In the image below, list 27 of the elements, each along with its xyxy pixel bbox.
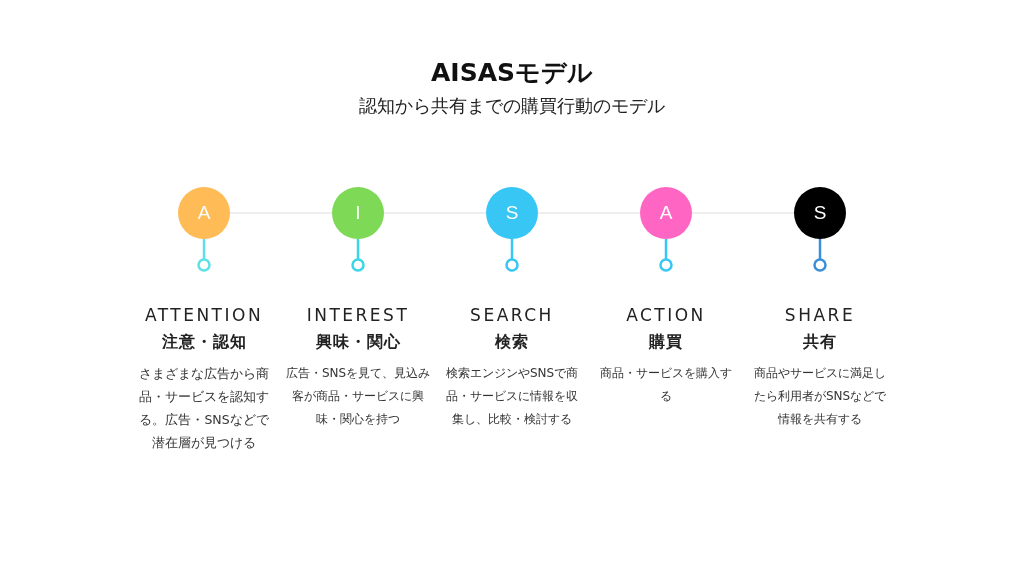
circle-letter: I [355, 202, 361, 224]
circle-letter: A [197, 202, 211, 224]
stage-heading: ACTION [625, 305, 707, 325]
stage-subheading: 注意・認知 [160, 332, 248, 353]
stage-description: さまざまな広告から商品・サービスを認知する。広告・SNSなどで潜在層が見つける [138, 365, 270, 452]
stage-description: 商品やサービスに満足したら利用者がSNSなどで情報を共有する [752, 365, 888, 428]
stage-heading: SEARCH [469, 305, 555, 325]
stage-subheading: 興味・関心 [314, 332, 402, 353]
letter-circle [332, 187, 384, 239]
letter-circle [794, 187, 846, 239]
circle-letter: S [505, 202, 519, 224]
circle-letter: A [659, 202, 673, 224]
stage-heading: ATTENTION [143, 305, 265, 325]
stage-heading: SHARE [783, 305, 857, 325]
stage-heading: INTEREST [305, 305, 411, 325]
subtitle: 認知から共有までの購買行動のモデル [358, 94, 666, 118]
letter-circle [486, 187, 538, 239]
letter-circle [178, 187, 230, 239]
stage-subheading: 共有 [802, 332, 838, 353]
letter-circle [640, 187, 692, 239]
stage-description: 広告・SNSを見て、見込み客が商品・サービスに興味・関心を持つ [284, 365, 432, 428]
title: AISASモデル [430, 57, 594, 89]
stage-description: 商品・サービスを購入する [599, 365, 733, 405]
circle-letter: S [813, 202, 827, 224]
stage-subheading: 購買 [648, 332, 684, 353]
stage-description: 検索エンジンやSNSで商品・サービスに情報を収集し、比較・検討する [444, 365, 580, 428]
stage-subheading: 検索 [494, 332, 530, 353]
